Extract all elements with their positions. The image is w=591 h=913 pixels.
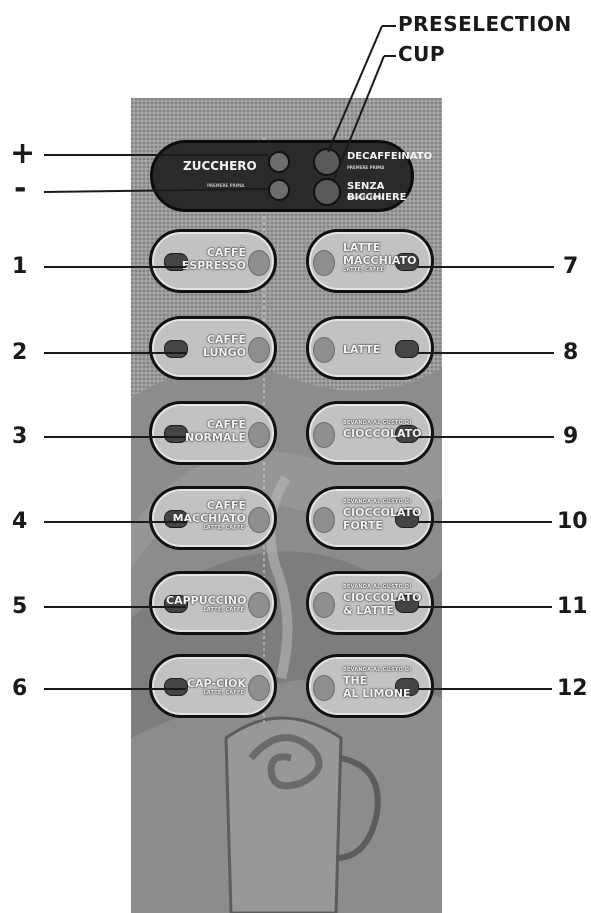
number-label-1: 1 bbox=[12, 256, 27, 278]
drink-line2: LUNGO bbox=[203, 346, 246, 359]
drink-line2: & LATTE bbox=[343, 604, 394, 617]
number-label-3: 3 bbox=[12, 426, 27, 448]
button-dot bbox=[313, 337, 335, 363]
drink-line2: MACCHIATO bbox=[343, 254, 416, 267]
leader-line bbox=[44, 521, 186, 523]
drink-pre: BEVANDA AL GUSTO DI bbox=[343, 584, 427, 591]
drink-line1: CIOCCOLATO bbox=[343, 591, 422, 604]
drink-line2: NORMALE bbox=[185, 431, 246, 444]
drink-sub: LATTE, CAFFE' bbox=[166, 607, 246, 614]
drink-line1: CAFFÈ bbox=[207, 333, 246, 346]
drink-line1: CAFFÈ bbox=[207, 418, 246, 431]
number-label-10: 10 bbox=[557, 511, 588, 533]
leader-line bbox=[418, 688, 552, 690]
number-label-12: 12 bbox=[557, 678, 588, 700]
number-label-2: 2 bbox=[12, 342, 27, 364]
drink-line1: CAFFÈ bbox=[207, 246, 246, 259]
leader-line bbox=[418, 266, 554, 268]
button-dot bbox=[313, 250, 335, 276]
leader-line bbox=[44, 352, 186, 354]
leader-line bbox=[44, 266, 186, 268]
button-dot bbox=[248, 675, 270, 701]
drink-line1: THÈ bbox=[343, 674, 367, 687]
number-label-11: 11 bbox=[557, 596, 588, 618]
drink-line1: CIOCCOLATO bbox=[343, 506, 422, 519]
leader-line bbox=[418, 436, 554, 438]
number-label-7: 7 bbox=[563, 256, 578, 278]
drink-button-8[interactable]: LATTE bbox=[306, 316, 434, 380]
drink-line2: FORTE bbox=[343, 519, 383, 532]
leader-line bbox=[418, 352, 554, 354]
button-dot bbox=[248, 422, 270, 448]
button-dot bbox=[313, 675, 335, 701]
button-dot bbox=[248, 337, 270, 363]
drink-line2: MACCHIATO bbox=[173, 512, 246, 525]
button-dot bbox=[248, 592, 270, 618]
button-dot bbox=[313, 507, 335, 533]
leader-line bbox=[44, 606, 186, 608]
number-label-4: 4 bbox=[12, 511, 27, 533]
button-dot bbox=[248, 507, 270, 533]
drink-sub: LATTE, CAFFE' bbox=[166, 525, 246, 532]
sugar-plus-label: + bbox=[10, 139, 35, 169]
leader-line bbox=[44, 688, 186, 690]
drink-line2: CIOCCOLATO bbox=[343, 427, 422, 440]
drink-sub: LATTE, CAFFE' bbox=[343, 267, 427, 274]
drink-sub: LATTE, CAFFE' bbox=[166, 690, 246, 697]
drink-line2: AL LIMONE bbox=[343, 687, 410, 700]
leader-line bbox=[44, 436, 186, 438]
number-label-5: 5 bbox=[12, 596, 27, 618]
drink-line2: ESPRESSO bbox=[182, 259, 246, 272]
number-label-6: 6 bbox=[12, 678, 27, 700]
drink-line1: LATTE bbox=[343, 241, 380, 254]
button-dot bbox=[313, 422, 335, 448]
drink-line2: CAP-CIOK bbox=[187, 677, 246, 690]
drink-line1: CAFFÈ bbox=[207, 499, 246, 512]
button-dot bbox=[248, 250, 270, 276]
leader-line bbox=[418, 606, 552, 608]
button-dot bbox=[313, 592, 335, 618]
number-label-8: 8 bbox=[563, 342, 578, 364]
drink-pre: BEVANDA AL GUSTO DI bbox=[343, 420, 427, 427]
number-label-9: 9 bbox=[563, 426, 578, 448]
drink-line2: LATTE bbox=[343, 343, 380, 356]
sugar-minus-label: - bbox=[14, 174, 26, 204]
drink-pre: BEVANDA AL GUSTO DI bbox=[343, 667, 427, 674]
leader-line bbox=[418, 521, 552, 523]
drink-pre: BEVANDA AL GUSTO DI bbox=[343, 499, 427, 506]
